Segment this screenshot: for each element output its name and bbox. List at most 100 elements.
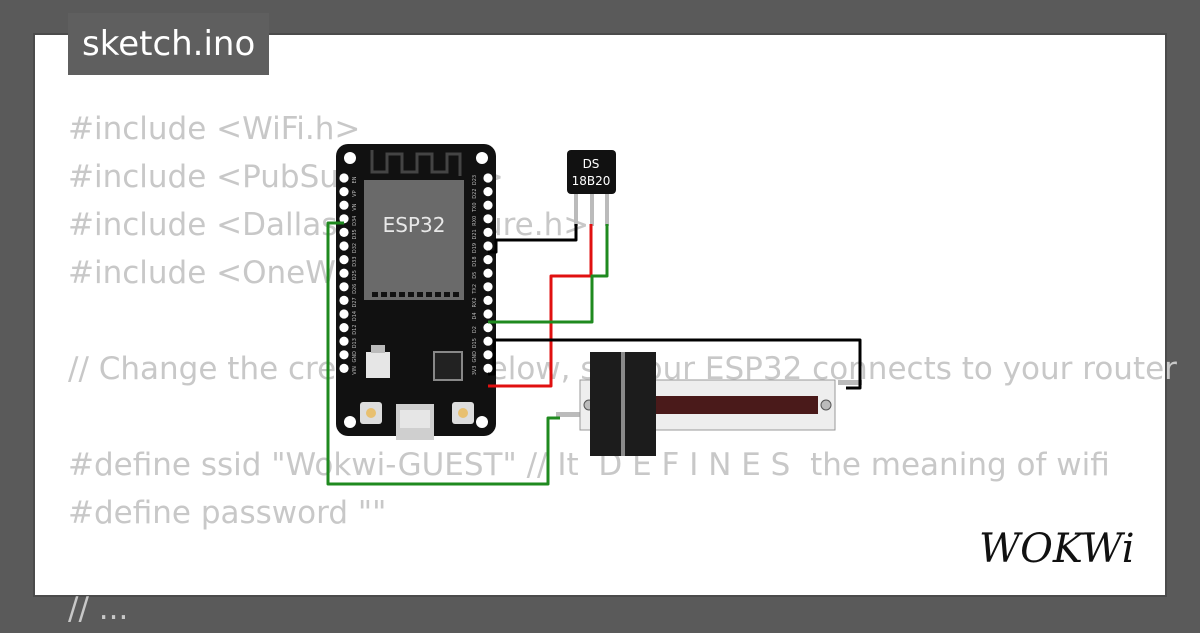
code-line: #include <WiFi.h> bbox=[68, 111, 361, 147]
pin-d21[interactable] bbox=[483, 227, 493, 237]
mount-hole bbox=[476, 152, 488, 164]
slide-potentiometer[interactable] bbox=[556, 352, 862, 456]
pin-label: VN bbox=[352, 203, 358, 210]
module-pad bbox=[381, 292, 387, 297]
module-pad bbox=[444, 292, 450, 297]
pin-d18[interactable] bbox=[483, 255, 493, 265]
sketch-card: #include <WiFi.h>#include <PubSubClient.… bbox=[35, 35, 1177, 627]
pin-d22[interactable] bbox=[483, 187, 493, 197]
pin-label: GND bbox=[352, 351, 358, 363]
pin-label: EN bbox=[352, 176, 358, 183]
wire-gnd-pot[interactable] bbox=[488, 338, 862, 390]
pin-tx0[interactable] bbox=[483, 200, 493, 210]
pin-label: D34 bbox=[352, 216, 358, 226]
pin-en[interactable] bbox=[339, 173, 349, 183]
sensor-label-line1: DS bbox=[583, 157, 600, 171]
pin-3v3[interactable] bbox=[483, 363, 493, 373]
esp32-board[interactable]: ESP32 ENVPVND34D35D32D33D25D26D27D14D12D… bbox=[336, 144, 496, 440]
pin-label: RX2 bbox=[472, 297, 478, 307]
pin-label: D21 bbox=[472, 229, 478, 239]
pot-pin bbox=[556, 412, 582, 417]
pin-d15[interactable] bbox=[483, 336, 493, 346]
en-button-cap[interactable] bbox=[366, 408, 376, 418]
module-pad bbox=[453, 292, 459, 297]
pot-screw bbox=[820, 399, 832, 411]
pin-d5[interactable] bbox=[483, 268, 493, 278]
mount-hole bbox=[344, 152, 356, 164]
pin-d33[interactable] bbox=[339, 255, 349, 265]
usb-serial-chip bbox=[433, 351, 463, 381]
pin-d19[interactable] bbox=[483, 241, 493, 251]
ds18b20-sensor[interactable]: DS 18B20 bbox=[567, 150, 616, 226]
antenna-trace bbox=[370, 150, 462, 176]
pin-label: D15 bbox=[472, 338, 478, 348]
wires bbox=[326, 221, 862, 486]
module-pad bbox=[417, 292, 423, 297]
mount-hole bbox=[344, 416, 356, 428]
pin-label: TX2 bbox=[472, 284, 478, 295]
left-pin-header: ENVPVND34D35D32D33D25D26D27D14D12D13GNDV… bbox=[339, 173, 358, 375]
pin-label: TX0 bbox=[472, 202, 478, 213]
right-pin-header: D23D22TX0RX0D21D19D18D5TX2RX2D4D2D15GND3… bbox=[472, 173, 493, 375]
code-line: #define password "" bbox=[68, 495, 387, 531]
wokwi-logo-text: WOKWi bbox=[979, 526, 1135, 572]
wire-signal-pot[interactable] bbox=[326, 221, 560, 486]
pin-label: D19 bbox=[472, 243, 478, 253]
sensor-body bbox=[567, 150, 616, 194]
wire-data-sensor[interactable] bbox=[488, 224, 609, 324]
pin-d12[interactable] bbox=[339, 323, 349, 333]
pin-label: D25 bbox=[352, 270, 358, 280]
wire-power-sensor[interactable] bbox=[488, 224, 593, 388]
pin-d14[interactable] bbox=[339, 309, 349, 319]
pin-label: D14 bbox=[352, 311, 358, 321]
pin-label: 3V3 bbox=[472, 366, 478, 376]
pin-label: D26 bbox=[352, 284, 358, 294]
module-pads bbox=[372, 292, 459, 297]
voltage-regulator bbox=[366, 352, 390, 378]
pin-label: D4 bbox=[472, 312, 478, 319]
sketch-filename-tab[interactable]: sketch.ino bbox=[68, 13, 270, 75]
boot-button-cap[interactable] bbox=[458, 408, 468, 418]
pin-vp[interactable] bbox=[339, 187, 349, 197]
pin-label: D27 bbox=[352, 297, 358, 307]
module-pad bbox=[372, 292, 378, 297]
wire-gnd-sensor[interactable] bbox=[488, 224, 578, 254]
pin-gnd[interactable] bbox=[339, 350, 349, 360]
pin-label: D23 bbox=[472, 175, 478, 185]
pin-label: D18 bbox=[472, 256, 478, 266]
module-pad bbox=[435, 292, 441, 297]
mount-hole bbox=[476, 416, 488, 428]
wokwi-logo: WOKWi bbox=[979, 526, 1135, 572]
pin-d27[interactable] bbox=[339, 295, 349, 305]
sensor-leg bbox=[605, 190, 609, 226]
pin-rx2[interactable] bbox=[483, 295, 493, 305]
pot-pin bbox=[838, 380, 862, 385]
pin-d4[interactable] bbox=[483, 309, 493, 319]
pin-d32[interactable] bbox=[339, 241, 349, 251]
pin-d25[interactable] bbox=[339, 268, 349, 278]
pin-d2[interactable] bbox=[483, 323, 493, 333]
esp32-label: ESP32 bbox=[383, 213, 446, 237]
pin-d13[interactable] bbox=[339, 336, 349, 346]
usb-port-inner bbox=[400, 410, 430, 428]
pin-label: D13 bbox=[352, 338, 358, 348]
pin-d26[interactable] bbox=[339, 282, 349, 292]
code-line: // ... bbox=[68, 591, 129, 627]
sensor-leg bbox=[574, 190, 578, 226]
pin-tx2[interactable] bbox=[483, 282, 493, 292]
pin-gnd[interactable] bbox=[483, 350, 493, 360]
module-pad bbox=[390, 292, 396, 297]
pin-label: D2 bbox=[472, 326, 478, 333]
pin-rx0[interactable] bbox=[483, 214, 493, 224]
pin-vin[interactable] bbox=[339, 363, 349, 373]
pin-label: D35 bbox=[352, 229, 358, 239]
pin-label: D22 bbox=[472, 188, 478, 198]
pin-d34[interactable] bbox=[339, 214, 349, 224]
pin-d35[interactable] bbox=[339, 227, 349, 237]
pin-vn[interactable] bbox=[339, 200, 349, 210]
pin-label: D5 bbox=[472, 272, 478, 279]
pin-label: RX0 bbox=[472, 216, 478, 226]
pin-d23[interactable] bbox=[483, 173, 493, 183]
pin-label: D32 bbox=[352, 243, 358, 253]
